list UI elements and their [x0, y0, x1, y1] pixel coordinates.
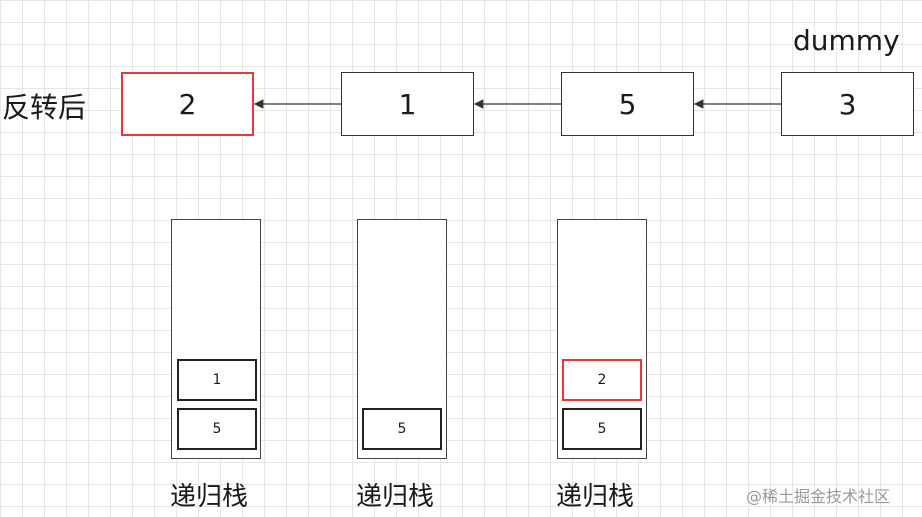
reversed-label: 反转后 [2, 91, 87, 124]
stack-2-item-1: 5 [362, 408, 442, 450]
dummy-label: dummy [793, 24, 900, 57]
recursion-stack-3: 2 5 [557, 219, 647, 459]
list-node-4: 3 [781, 72, 914, 136]
stack-3-item-1: 2 [562, 359, 642, 401]
stack-1-label: 递归栈 [170, 482, 249, 512]
stack-3-label: 递归栈 [556, 482, 635, 512]
recursion-stack-1: 1 5 [171, 219, 261, 459]
stack-2-label: 递归栈 [356, 482, 435, 512]
stack-1-item-1: 1 [177, 359, 257, 401]
list-node-2: 1 [341, 72, 474, 136]
watermark: @稀土掘金技术社区 [746, 487, 891, 506]
list-node-1: 2 [121, 72, 254, 136]
stack-3-item-2: 5 [562, 408, 642, 450]
list-node-3: 5 [561, 72, 694, 136]
recursion-stack-2: 5 [357, 219, 447, 459]
stack-1-item-2: 5 [177, 408, 257, 450]
list-arrows [253, 99, 782, 109]
